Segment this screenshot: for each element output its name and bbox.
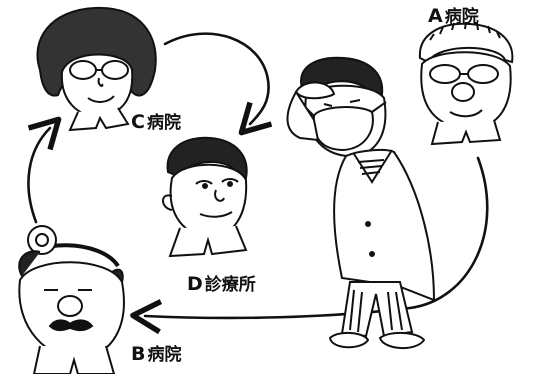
collar [68,107,130,132]
doctor-a-elderly [418,21,514,146]
eye-left [195,180,213,185]
raised-arm [286,90,320,142]
mask [312,106,374,152]
hair [418,22,514,64]
label-d-text: 診療所 [204,275,256,295]
shoe-right [378,332,426,349]
face [169,163,248,238]
collar [430,119,502,146]
glasses-left [429,64,461,84]
coat-collar [353,149,393,184]
glasses-right [467,64,499,84]
mouth [199,211,233,218]
eye-right [349,99,361,103]
shoe-left [328,332,370,349]
nose [451,82,475,102]
nose [97,77,104,87]
doctor-d [162,136,248,258]
label-a-letter: A [428,5,443,27]
label-b-text: 病院 [147,345,182,365]
label-c-letter: C [131,111,145,133]
label-c-text: 病院 [146,113,181,133]
coat-button [365,221,371,227]
collar [32,345,116,374]
glasses-left [69,60,97,80]
ear [162,194,173,211]
nose [214,189,225,202]
label-b-letter: B [131,343,146,365]
mouth [87,95,115,103]
arrow-c-to-d [163,32,273,136]
collar [168,225,248,258]
doctor-b-head-mirror [18,225,125,374]
label-d-letter: D [187,273,203,295]
cycle-arrows [27,32,489,335]
nose [57,295,83,317]
eye-left [323,103,333,107]
hair [300,56,384,98]
mustache [48,319,94,332]
eye-right [221,178,239,183]
arrow-b-to-c [27,116,62,224]
glasses-right [101,60,129,80]
arrow-a-to-b [130,156,489,335]
masked-doctor [286,56,436,349]
label-a-text: 病院 [444,7,479,27]
hand-on-forehead [294,81,336,100]
white-coat [333,148,436,302]
doctor-c-woman [36,6,157,132]
mouth [449,109,483,118]
